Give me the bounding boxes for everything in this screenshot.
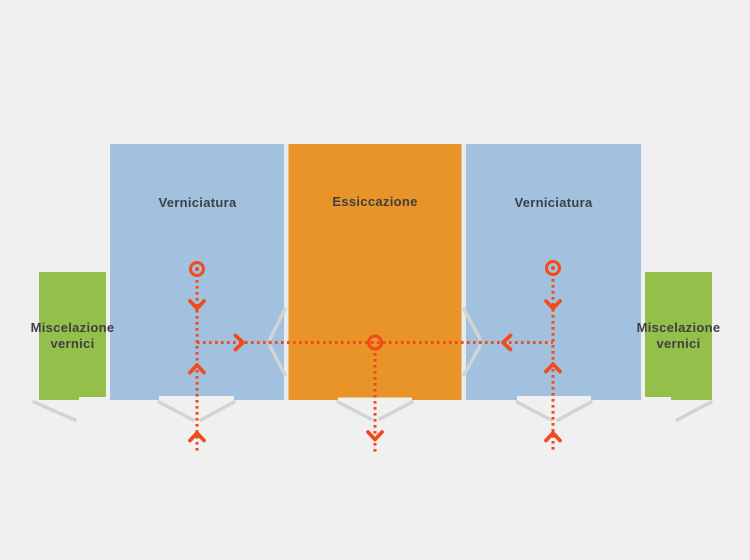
flow-right-booth-arrows <box>544 299 562 443</box>
door-leaf-mixing-right <box>675 400 713 422</box>
door-leaf-mixing-left <box>32 400 77 422</box>
door-opening-mixing-left <box>79 397 106 401</box>
flow-start-marker-right-dot <box>551 266 555 270</box>
door-leaves-painting-left-bottom <box>157 400 236 422</box>
door-opening-painting-left <box>159 396 234 401</box>
room-mixing-right <box>645 272 712 400</box>
room-drying <box>288 144 462 400</box>
flow-start-marker-left-dot <box>195 267 199 271</box>
flow-start-marker-left-ring <box>189 261 205 277</box>
flow-horizontal-arrows <box>233 333 513 352</box>
doors <box>32 307 713 422</box>
flow-lines <box>188 260 562 454</box>
door-opening-drying <box>338 397 412 401</box>
door-opening-painting-right <box>517 396 591 401</box>
room-painting-right <box>466 144 641 400</box>
door-leaves-drying-to-painting-right <box>462 307 482 377</box>
room-label-mixing-left: Miscelazione vernici <box>30 320 115 351</box>
room-label-drying: Essiccazione <box>332 194 418 209</box>
room-label-painting-right: Verniciatura <box>514 195 593 210</box>
door-opening-mixing-right <box>645 397 671 401</box>
wall-gap-right <box>461 144 466 400</box>
room-mixing-left <box>39 272 106 400</box>
flow-center-marker-ring <box>367 334 383 351</box>
wall-gap-left <box>284 144 289 400</box>
door-leaves-drying-bottom <box>336 400 414 421</box>
door-leaves-painting-right-bottom <box>515 400 593 422</box>
door-leaves-painting-left-to-drying <box>268 307 287 377</box>
room-label-painting-left: Verniciatura <box>158 195 237 210</box>
room-painting-left <box>110 144 285 400</box>
flow-start-marker-right-ring <box>545 260 561 276</box>
flow-left-booth-arrows <box>188 299 206 443</box>
room-label-mixing-right: Miscelazione vernici <box>636 320 721 351</box>
flow-exit-arrow <box>366 430 384 442</box>
